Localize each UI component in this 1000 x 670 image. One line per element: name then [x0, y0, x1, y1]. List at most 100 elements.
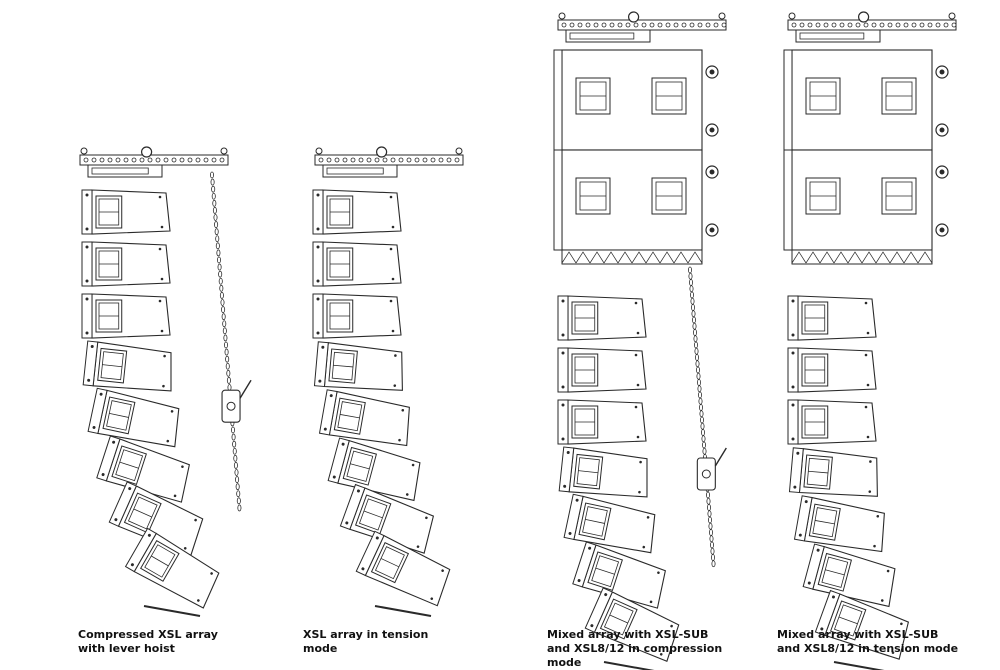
shackle-right [948, 12, 956, 20]
cabinet-screw [864, 405, 868, 409]
cabinet-screw [389, 299, 393, 303]
chain-link [215, 235, 220, 243]
bar-hole [139, 157, 145, 163]
speaker-cabinet [814, 589, 910, 660]
chain-link [215, 242, 220, 250]
chain-link [710, 541, 715, 549]
rail-pin [588, 546, 592, 550]
bar-hole [593, 22, 599, 28]
center-shackle [627, 11, 640, 23]
chain-link [690, 291, 695, 299]
bar-hole [107, 157, 113, 163]
adapter-truss [645, 251, 661, 264]
adapter-truss [617, 251, 633, 264]
cabinet-rail [802, 543, 825, 590]
rail-pin [577, 579, 581, 583]
rail-pin [375, 536, 379, 540]
chain-link [693, 329, 698, 336]
bar-hole [697, 22, 703, 28]
cabinet-screw [411, 463, 415, 467]
cabinet-screw [864, 353, 868, 357]
chain-link [707, 510, 712, 518]
center-shackle [141, 146, 153, 158]
speaker-cabinet [584, 587, 680, 662]
hoist-lever [714, 447, 727, 467]
bar-hole [705, 22, 711, 28]
bar-hole [887, 22, 893, 28]
bar-hole [561, 22, 567, 28]
speaker-cabinet [787, 295, 877, 341]
chain-link [237, 504, 242, 512]
bar-hole [791, 22, 797, 28]
chain-link [692, 322, 697, 330]
chain-link [709, 535, 714, 543]
cabinet-screw [391, 225, 395, 229]
bar-hole [871, 22, 877, 28]
adapter-truss [805, 251, 821, 264]
chain-link [701, 429, 706, 436]
cabinet-rail [81, 189, 93, 235]
bar-hole [131, 157, 137, 163]
speaker-cabinet [788, 447, 878, 497]
chain-link [233, 454, 238, 462]
caption-mixed-array-tension: Mixed array with XSL-SUB and XSL8/12 in … [777, 628, 959, 655]
bar-hole [951, 22, 957, 28]
cabinet-screw [416, 545, 420, 548]
cabinet-screw [425, 516, 428, 520]
sub-wheel-hub [939, 227, 945, 233]
cabinet-screw [401, 408, 405, 412]
cabinet-rail [355, 530, 385, 577]
cabinet-handle-divider [340, 414, 360, 419]
cabinet-rail [87, 387, 108, 435]
cabinet-handle-inner [576, 457, 600, 487]
speaker-cabinet [312, 189, 402, 235]
cabinet-screw [638, 490, 641, 494]
cabinet-screw [636, 383, 640, 387]
bar-hole [203, 157, 209, 163]
bar-hole [430, 157, 436, 163]
cabinet-handle-inner [337, 401, 363, 432]
bar-hole [179, 157, 185, 163]
chain-link [707, 504, 712, 511]
cabinet-handle-inner [374, 546, 405, 580]
cabinet-handle-divider [350, 463, 370, 470]
cabinet-rail [787, 347, 799, 393]
rail-pin [85, 331, 89, 335]
cabinet-screw [646, 516, 650, 519]
chain-link [230, 426, 235, 434]
chain-link [227, 384, 232, 391]
bar-hole [807, 22, 813, 28]
cabinet-handle-divider [363, 510, 383, 519]
cabinet-screw [866, 331, 870, 335]
rail-pin [321, 345, 325, 349]
chain-link [701, 435, 706, 443]
chain-link [693, 335, 698, 343]
bar-hole [919, 22, 925, 28]
cabinet-handle-divider [585, 518, 605, 524]
chain-link [218, 277, 223, 285]
rail-pin [128, 487, 132, 491]
chain-link [696, 366, 701, 374]
chain-link [214, 221, 219, 228]
chain-link [223, 334, 228, 342]
cabinet-screw [160, 329, 164, 333]
chain-link [212, 207, 217, 214]
rail-pin [793, 485, 797, 489]
cabinet-screw [405, 493, 409, 496]
chain-link [233, 462, 238, 469]
caption-compressed-xsl-array: Compressed XSL array with lever hoist [78, 628, 218, 655]
adapter-truss [575, 251, 591, 264]
bar-hole [815, 22, 821, 28]
bar-hole [879, 22, 885, 28]
chain-link [211, 192, 216, 200]
bar-hole [382, 157, 388, 163]
bar-hole [855, 22, 861, 28]
cabinet-screw [657, 571, 660, 574]
bar-hole [390, 157, 396, 163]
cabinet-screw [160, 277, 164, 281]
adapter-truss [903, 251, 919, 264]
bar-plate-logo [799, 32, 865, 40]
sub-wheel-hub [939, 127, 945, 133]
sub-rail [783, 49, 793, 151]
